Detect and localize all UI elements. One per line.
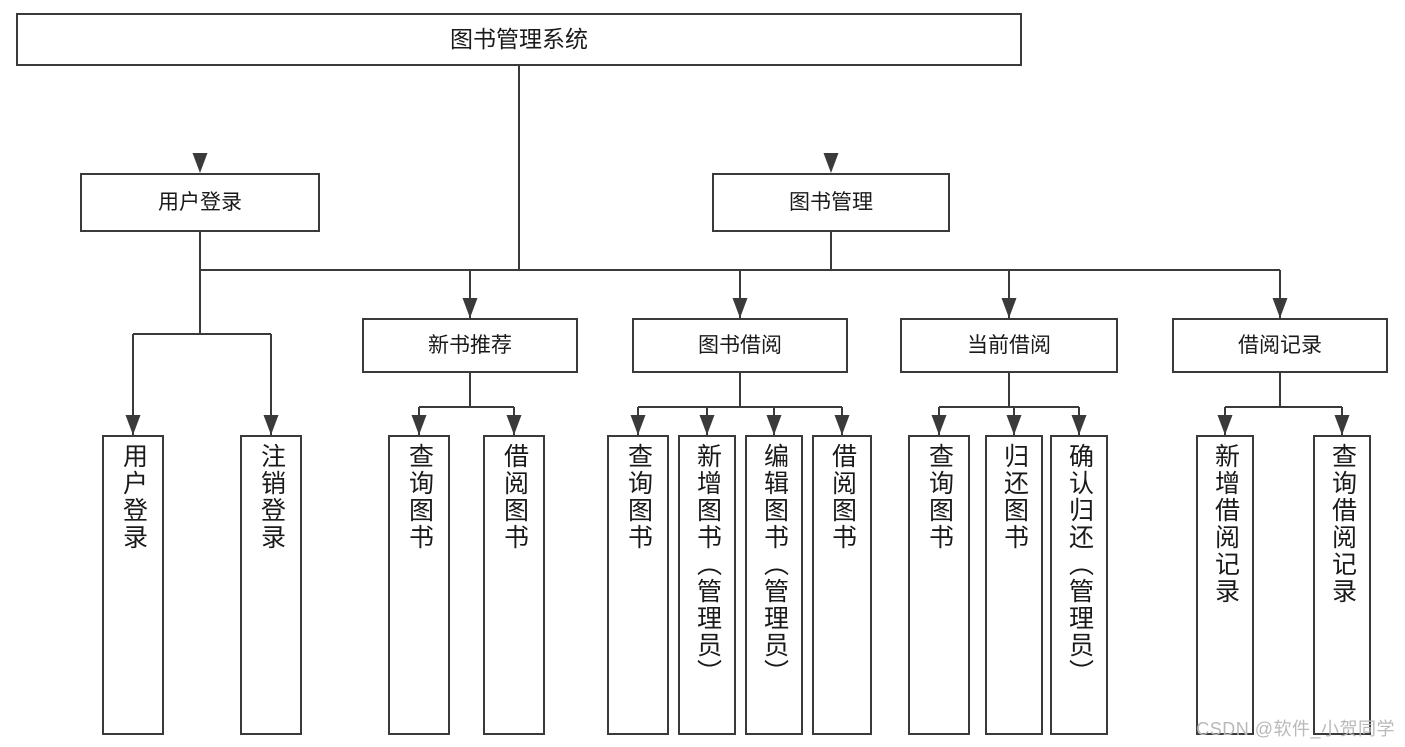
node-root[interactable]: 图书管理系统 [16,13,1022,66]
node-label: 借阅记录 [1238,333,1322,357]
arrow-head-icon [766,415,782,435]
node-label: 编辑图书（管理员） [760,443,789,686]
arrow-head-icon [125,415,141,435]
node-book-borrow[interactable]: 图书借阅 [632,318,848,373]
node-label: 图书借阅 [698,333,782,357]
node-leaf-query-book-1[interactable]: 查询图书 [388,435,450,735]
arrow-head-icon [1217,415,1233,435]
node-leaf-borrow-book-1[interactable]: 借阅图书 [483,435,545,735]
node-book-manage[interactable]: 图书管理 [712,173,950,232]
node-leaf-logout-login[interactable]: 注销登录 [240,435,302,735]
watermark: CSDN @软件_小贺同学 [1196,719,1395,739]
node-label: 用户登录 [119,443,148,551]
node-label: 当前借阅 [967,333,1051,357]
node-leaf-query-book-3[interactable]: 查询图书 [908,435,970,735]
arrow-head-icon [1272,298,1288,318]
node-label: 新增图书（管理员） [693,443,722,686]
node-leaf-add-book-admin[interactable]: 新增图书（管理员） [678,435,736,735]
node-leaf-borrow-book-2[interactable]: 借阅图书 [812,435,872,735]
node-label: 新增借阅记录 [1211,443,1240,605]
arrow-head-icon [506,415,522,435]
node-label: 新书推荐 [428,333,512,357]
node-label: 用户登录 [158,190,242,214]
arrow-head-icon [1071,415,1087,435]
node-user-login[interactable]: 用户登录 [80,173,320,232]
arrow-head-icon [462,298,478,318]
node-label: 查询图书 [624,443,653,551]
arrow-head-icon [1001,298,1017,318]
node-leaf-edit-book-admin[interactable]: 编辑图书（管理员） [745,435,803,735]
arrow-head-icon [931,415,947,435]
arrow-head-icon [732,298,748,318]
node-leaf-confirm-return-admin[interactable]: 确认归还（管理员） [1050,435,1108,735]
arrow-head-icon [1006,415,1022,435]
node-current-borrow[interactable]: 当前借阅 [900,318,1118,373]
node-borrow-record[interactable]: 借阅记录 [1172,318,1388,373]
node-new-book-recommend[interactable]: 新书推荐 [362,318,578,373]
node-label: 图书管理 [789,190,873,214]
arrow-head-icon [699,415,715,435]
node-label: 注销登录 [257,443,286,551]
arrow-head-icon [834,415,850,435]
arrow-head-icon [411,415,427,435]
arrow-head-icon [630,415,646,435]
node-label: 确认归还（管理员） [1065,443,1094,686]
arrow-head-icon [263,415,279,435]
node-leaf-user-login[interactable]: 用户登录 [102,435,164,735]
node-leaf-query-borrow-record[interactable]: 查询借阅记录 [1313,435,1371,735]
node-label: 查询图书 [925,443,954,551]
node-label: 归还图书 [1000,443,1029,551]
node-label: 查询图书 [405,443,434,551]
node-leaf-add-borrow-record[interactable]: 新增借阅记录 [1196,435,1254,735]
node-label: 图书管理系统 [450,25,588,52]
node-label: 借阅图书 [500,443,529,551]
node-label: 借阅图书 [828,443,857,551]
node-label: 查询借阅记录 [1328,443,1357,605]
node-leaf-return-book[interactable]: 归还图书 [985,435,1043,735]
arrow-head-icon [192,153,208,173]
arrow-head-icon [1334,415,1350,435]
node-leaf-query-book-2[interactable]: 查询图书 [607,435,669,735]
arrow-head-icon [823,153,839,173]
